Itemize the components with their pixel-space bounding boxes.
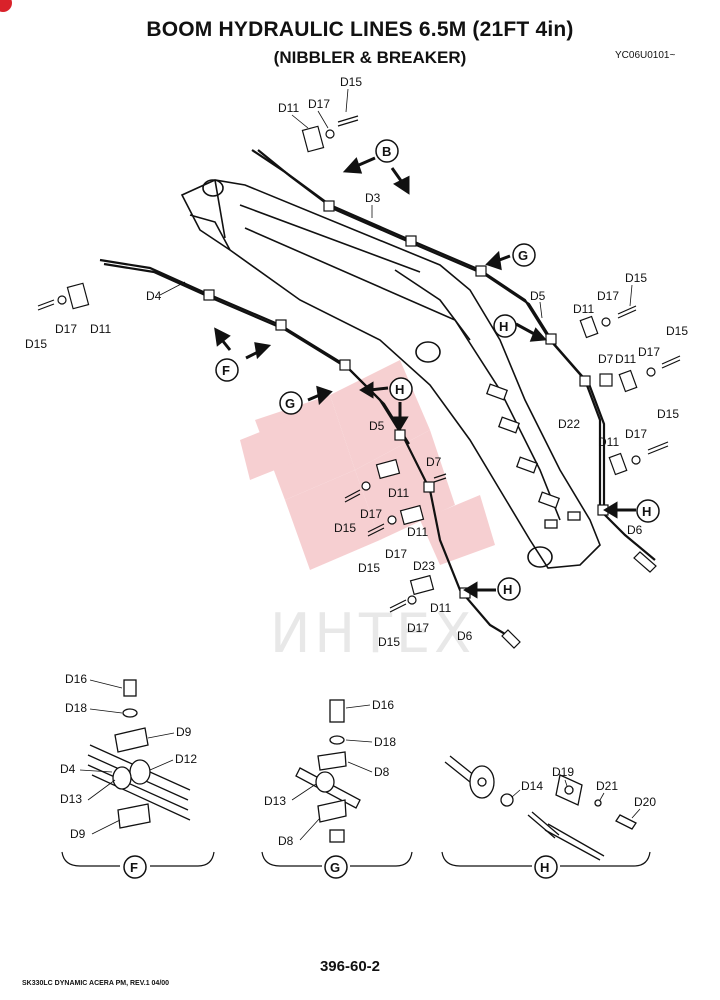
label-d5-mid: D5 <box>369 419 385 433</box>
label-d11-r1: D11 <box>573 302 594 316</box>
label-d17-r1: D17 <box>597 289 619 303</box>
callout-circles <box>215 139 660 601</box>
label-d6-right: D6 <box>627 523 643 537</box>
label-d17-m2: D17 <box>385 547 407 561</box>
label-d17-r3: D17 <box>625 427 647 441</box>
label-d15-r1: D15 <box>625 271 647 285</box>
label-d17-r2: D17 <box>638 345 660 359</box>
label-d11-left: D11 <box>90 322 111 336</box>
label-d9-f-bottom: D9 <box>70 827 86 841</box>
label-d20-h: D20 <box>634 795 656 809</box>
detail-f-labels: D16 D18 D9 D12 D4 D13 D9 <box>60 672 197 841</box>
label-d22: D22 <box>558 417 580 431</box>
label-d5-right: D5 <box>530 289 546 303</box>
label-d18-f: D18 <box>65 701 87 715</box>
label-d11-r3: D11 <box>598 435 619 449</box>
detail-h-leaders <box>511 779 641 819</box>
detail-captions: F G H <box>130 860 549 875</box>
label-d15: D15 <box>340 75 362 89</box>
page-subtitle: (NIBBLER & BREAKER) <box>273 48 467 67</box>
caption-g: G <box>330 860 340 875</box>
detail-g <box>295 699 361 843</box>
label-d8-g-top: D8 <box>374 765 390 779</box>
label-d11-m2: D11 <box>407 525 428 539</box>
label-d17-m3: D17 <box>407 621 429 635</box>
callout-h-upper: H <box>499 319 508 334</box>
page-number: 396-60-2 <box>319 958 381 975</box>
label-d13-f: D13 <box>60 792 82 806</box>
label-d19-h: D19 <box>552 765 574 779</box>
caption-h: H <box>540 860 549 875</box>
detail-f-leaders <box>79 679 175 835</box>
leader-lines-main <box>159 88 633 319</box>
label-d15-r2: D15 <box>666 324 688 338</box>
label-d7-mid: D7 <box>426 455 442 469</box>
page-title: BOOM HYDRAULIC LINES 6.5M (21FT 4in) <box>146 18 574 41</box>
label-d16-f: D16 <box>65 672 87 686</box>
label-d17-left: D17 <box>55 322 77 336</box>
label-d15-r3: D15 <box>657 407 679 421</box>
callout-h-lower: H <box>503 582 512 597</box>
label-d15-m1: D15 <box>334 521 356 535</box>
label-d3: D3 <box>365 191 381 205</box>
boom-brackets <box>485 383 581 529</box>
label-d11-m3: D11 <box>430 601 451 615</box>
label-d15-m2: D15 <box>358 561 380 575</box>
callout-f: F <box>222 363 230 378</box>
label-d8-g-bottom: D8 <box>278 834 294 848</box>
callout-letters: B G F G H H H H <box>222 144 651 597</box>
label-d15-left: D15 <box>25 337 47 351</box>
caption-f: F <box>130 860 138 875</box>
label-d14-h: D14 <box>521 779 543 793</box>
detail-f <box>87 679 191 829</box>
callout-h-right: H <box>642 504 651 519</box>
callout-h-mid: H <box>395 382 404 397</box>
document-id: YC06U0101~ <box>615 50 676 61</box>
label-d12-f: D12 <box>175 752 197 766</box>
label-d23: D23 <box>413 559 435 573</box>
label-d15-m3: D15 <box>378 635 400 649</box>
callout-arrows <box>214 156 636 599</box>
hardware-parts <box>37 115 681 613</box>
part-labels-main: D15 D11 D17 D3 D4 D17 D11 D15 D5 D15 D11… <box>25 75 688 649</box>
detail-caption-circles <box>123 855 558 879</box>
label-d17-m1: D17 <box>360 507 382 521</box>
detail-brackets <box>61 851 651 867</box>
label-d11: D11 <box>278 101 299 115</box>
watermark-logo <box>240 360 495 570</box>
label-d7-right: D7 <box>598 352 614 366</box>
label-d11-m1: D11 <box>388 486 409 500</box>
corner-mark <box>0 0 12 12</box>
callout-g-left: G <box>285 396 295 411</box>
label-d11-r2: D11 <box>615 352 636 366</box>
label-d16-g: D16 <box>372 698 394 712</box>
detail-h-labels: D14 D19 D21 D20 <box>521 765 656 809</box>
detail-g-leaders <box>291 704 373 841</box>
watermark-text: ИНТЕХ <box>270 602 475 665</box>
label-d17: D17 <box>308 97 330 111</box>
label-d18-g: D18 <box>374 735 396 749</box>
footer-text: SK330LC DYNAMIC ACERA PM, REV.1 04/00 <box>22 980 170 987</box>
label-d9-f-top: D9 <box>176 725 192 739</box>
label-d4-f: D4 <box>60 762 76 776</box>
callout-b: B <box>382 144 391 159</box>
label-d4: D4 <box>146 289 162 303</box>
label-d21-h: D21 <box>596 779 618 793</box>
detail-g-labels: D16 D18 D8 D13 D8 <box>264 698 396 848</box>
label-d6-lower: D6 <box>457 629 473 643</box>
label-d13-g: D13 <box>264 794 286 808</box>
callout-g-top: G <box>518 248 528 263</box>
detail-h <box>444 755 637 861</box>
